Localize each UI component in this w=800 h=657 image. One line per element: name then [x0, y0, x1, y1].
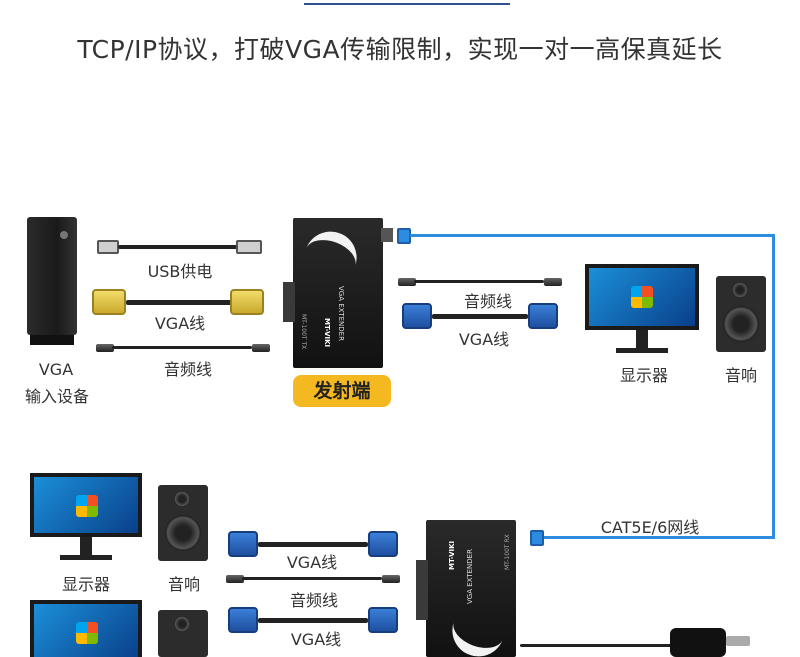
- vga-input-label-2: 输入设备: [24, 387, 89, 406]
- tweeter-icon: [174, 491, 190, 507]
- monitor-display: [30, 600, 142, 657]
- tx-brand-text: MT-VIKI: [323, 318, 331, 348]
- speaker-label-2: 音响: [167, 575, 200, 594]
- woofer-icon: [723, 306, 759, 342]
- ribbon-graphic: [445, 610, 507, 657]
- transmitter-badge: 发射端: [293, 375, 391, 407]
- vga-cable-label-1: VGA线: [154, 314, 206, 333]
- transmitter-port: [283, 282, 295, 322]
- rj45-plug-icon: [397, 228, 411, 244]
- vga-plug-icon: [402, 303, 432, 329]
- rj45-plug-icon: [530, 530, 544, 546]
- vga-plug-icon: [368, 607, 398, 633]
- pc-tower: [27, 217, 77, 335]
- network-cable-top: [410, 234, 775, 237]
- tweeter-icon: [174, 616, 190, 632]
- ribbon-graphic: [302, 224, 364, 278]
- speaker-device: [158, 485, 208, 561]
- monitor-stand: [80, 537, 92, 555]
- speaker-label-1: 音响: [724, 366, 757, 385]
- rx-title-text: VGA EXTENDER: [466, 549, 474, 604]
- audio-cable-label-1: 音频线: [163, 360, 212, 379]
- vga-cable-label-4: VGA线: [290, 630, 342, 649]
- audio-cable-label-2: 音频线: [463, 292, 512, 311]
- audio-jack-icon: [398, 278, 416, 286]
- woofer-icon: [165, 515, 201, 551]
- vga-plug-icon: [92, 289, 126, 315]
- tx-model-text: MT-100T TX: [300, 314, 307, 350]
- monitor-stand-base: [616, 348, 668, 353]
- vga-cable-label-2: VGA线: [458, 330, 510, 349]
- page-headline: TCP/IP协议，打破VGA传输限制，实现一对一高保真延长: [77, 35, 723, 64]
- tweeter-icon: [732, 282, 748, 298]
- vga-cable: [432, 314, 528, 319]
- network-cable-right: [772, 234, 775, 539]
- rx-brand-text: MT-VIKI: [448, 540, 456, 570]
- monitor-stand-base: [60, 555, 112, 560]
- audio-jack-icon: [252, 344, 270, 352]
- vga-input-label-1: VGA: [38, 360, 74, 379]
- vga-cable: [126, 300, 232, 305]
- vga-cable-label-3: VGA线: [286, 553, 338, 572]
- usb-cable: [118, 245, 238, 249]
- audio-cable: [414, 280, 544, 283]
- vga-cable: [258, 542, 368, 547]
- usb-plug-icon: [236, 240, 262, 254]
- vga-plug-icon: [230, 289, 264, 315]
- monitor-label-2: 显示器: [61, 575, 110, 594]
- power-plug-icon: [726, 636, 750, 646]
- audio-cable: [242, 577, 382, 580]
- audio-jack-icon: [382, 575, 400, 583]
- windows-logo-icon: [631, 286, 653, 308]
- speaker-device: [716, 276, 766, 352]
- audio-cable: [112, 346, 252, 349]
- audio-jack-icon: [96, 344, 114, 352]
- tx-title-text: VGA EXTENDER: [337, 286, 345, 341]
- receiver-device: MT-VIKI VGA EXTENDER MT-100T RX: [426, 520, 516, 657]
- vga-plug-icon: [228, 531, 258, 557]
- audio-cable-label-3: 音频线: [289, 591, 338, 610]
- power-adapter: [670, 628, 726, 657]
- vga-plug-icon: [528, 303, 558, 329]
- power-cable: [520, 644, 680, 647]
- receiver-port: [416, 560, 428, 620]
- monitor-display: [30, 473, 142, 537]
- monitor-display: [585, 264, 699, 330]
- pc-tower-base: [30, 335, 74, 345]
- monitor-label-1: 显示器: [619, 366, 668, 385]
- network-cable-bottom: [540, 536, 775, 539]
- windows-logo-icon: [76, 622, 98, 644]
- rx-model-text: MT-100T RX: [504, 534, 511, 570]
- vga-plug-icon: [368, 531, 398, 557]
- top-divider: [304, 3, 510, 5]
- power-button-icon: [60, 231, 68, 239]
- speaker-device: [158, 610, 208, 657]
- windows-logo-icon: [76, 495, 98, 517]
- transmitter-device: MT-VIKI VGA EXTENDER MT-100T TX: [293, 218, 383, 368]
- usb-plug-icon: [97, 240, 119, 254]
- monitor-stand: [636, 330, 648, 348]
- vga-plug-icon: [228, 607, 258, 633]
- network-cable-label: CAT5E/6网线: [600, 518, 700, 537]
- usb-power-label: USB供电: [147, 262, 213, 281]
- transmitter-port: [381, 228, 393, 242]
- vga-cable: [258, 618, 368, 623]
- audio-jack-icon: [544, 278, 562, 286]
- audio-jack-icon: [226, 575, 244, 583]
